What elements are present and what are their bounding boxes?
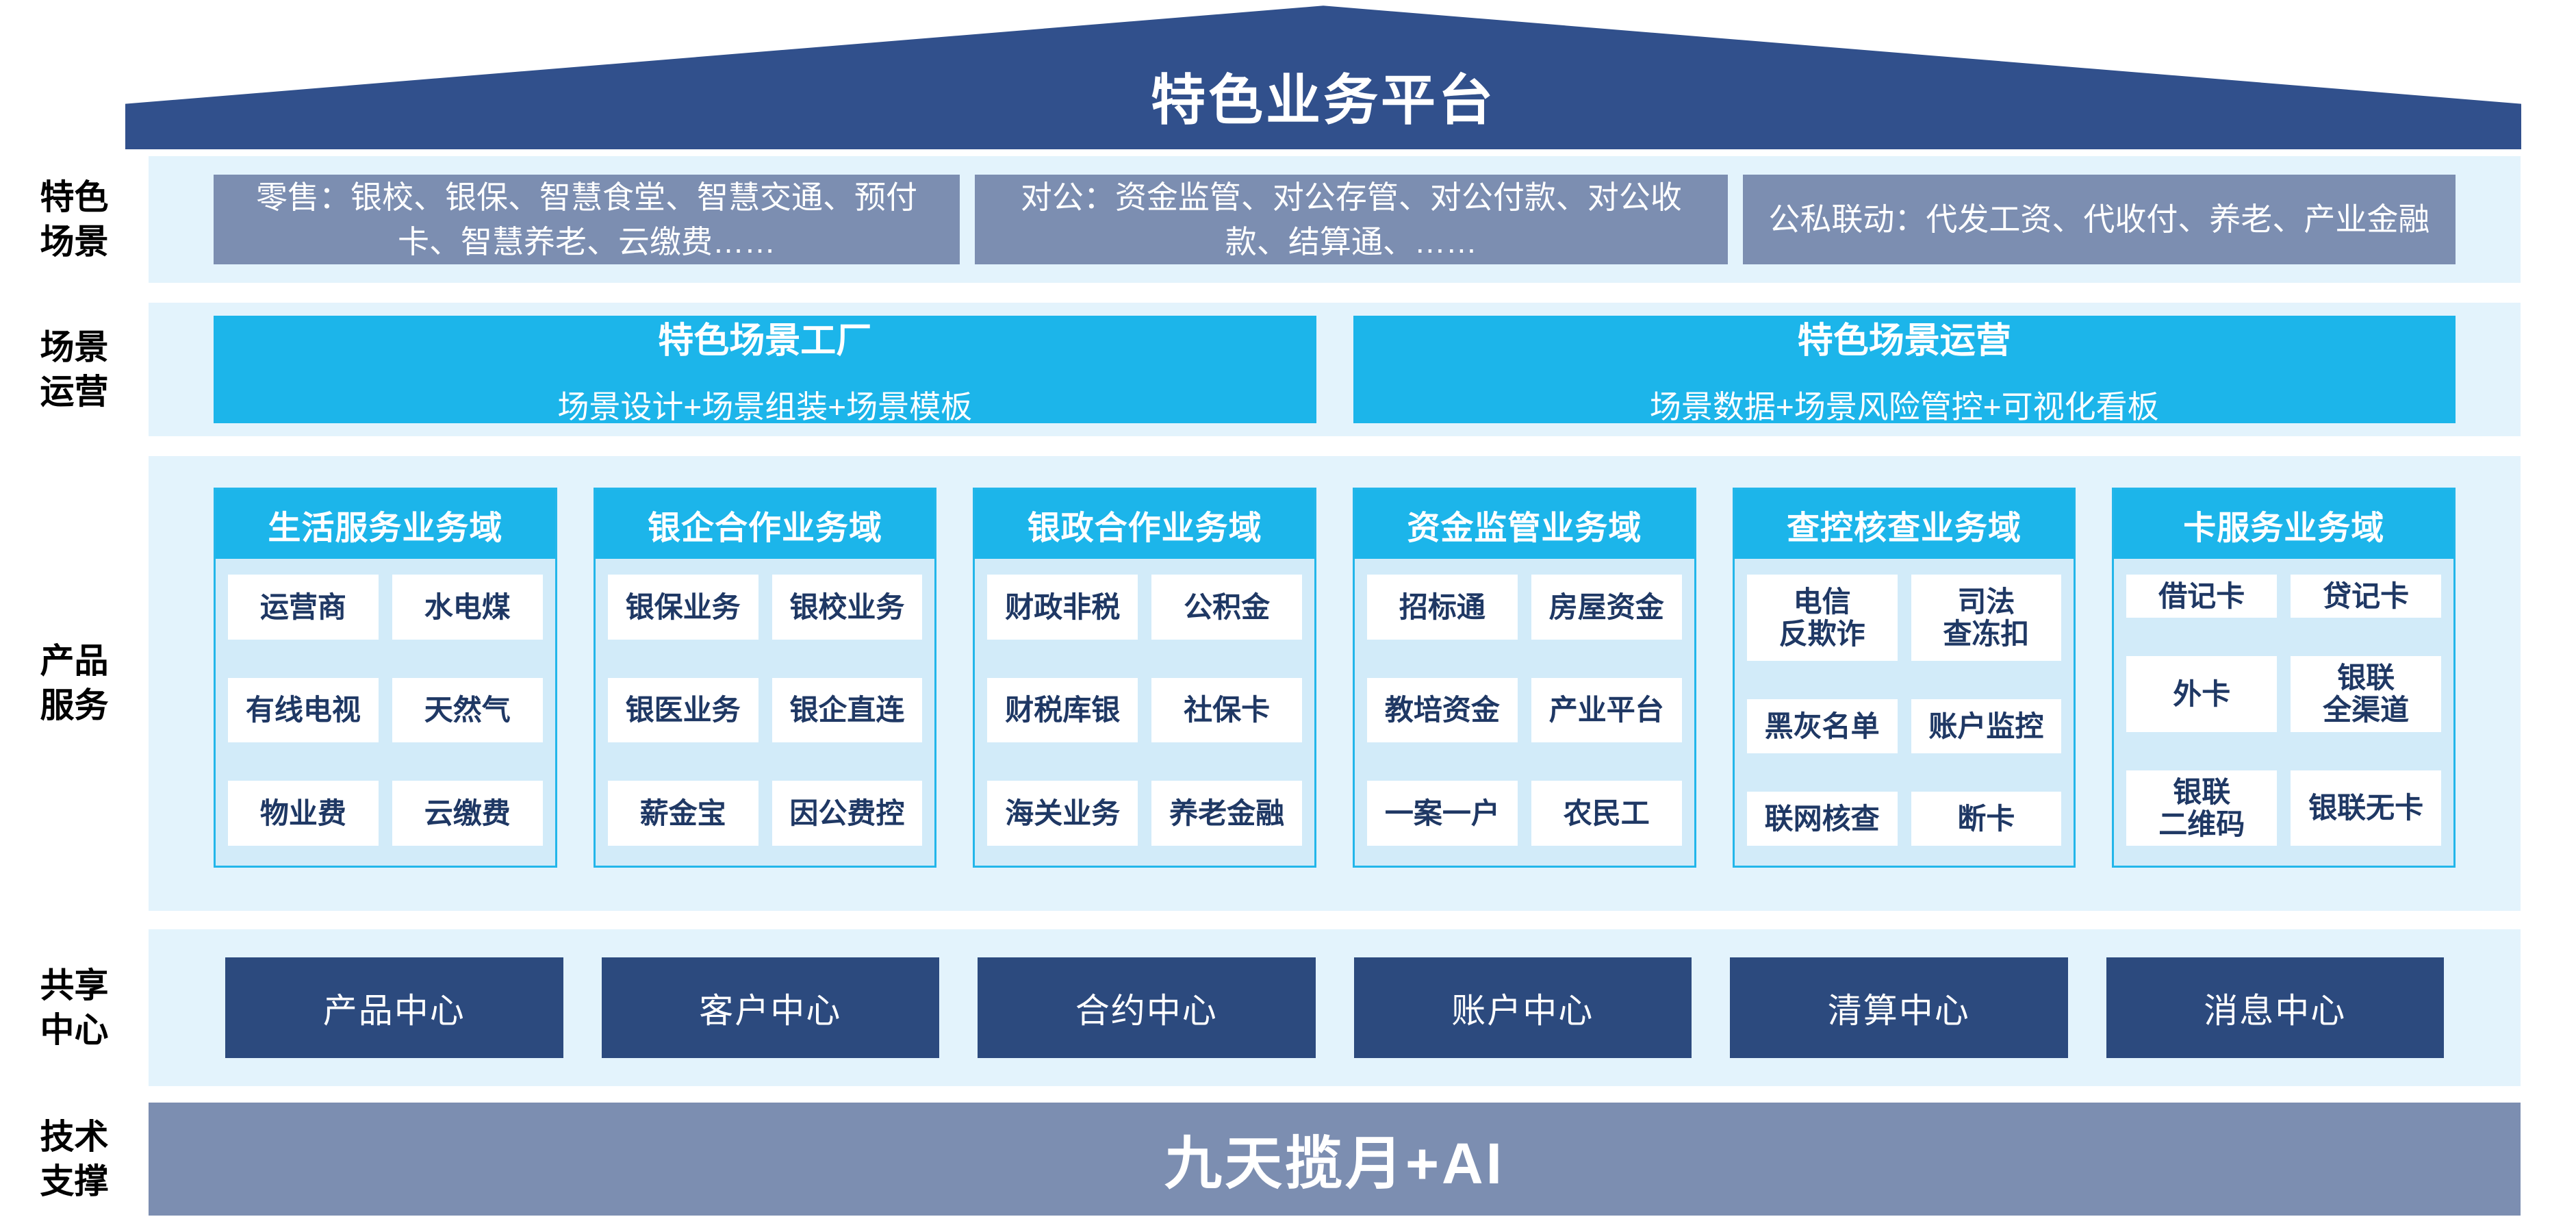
- ops-box-subtitle: 场景设计+场景组装+场景模板: [557, 389, 973, 425]
- domain-item: 有线电视: [228, 677, 379, 743]
- row-label-shared-centers: 共享 中心: [40, 966, 109, 1049]
- platform-title: 特色业务平台: [1151, 70, 1496, 131]
- scene-box-corporate: 对公：资金监管、对公存管、对公付款、对公收款、结算通、……: [974, 175, 1728, 264]
- center-box-contract: 合约中心: [978, 957, 1316, 1058]
- row-tech-support: 技术 支撑 九天揽月+AI: [0, 1103, 2576, 1216]
- ops-box-scene-factory: 特色场景工厂 场景设计+场景组装+场景模板: [214, 316, 1316, 425]
- architecture-diagram: 特色业务平台 特色 场景 零售：银校、银保、智慧食堂、智慧交通、预付卡、智慧养老…: [0, 3, 2576, 1232]
- scenes-band: 零售：银校、银保、智慧食堂、智慧交通、预付卡、智慧养老、云缴费…… 对公：资金监…: [149, 156, 2521, 283]
- products-band: 生活服务业务域 运营商 水电煤 有线电视 天然气 物业费 云缴费 银企合作业务域…: [149, 456, 2521, 911]
- operations-band: 特色场景工厂 场景设计+场景组装+场景模板 特色场景运营 场景数据+场景风险管控…: [149, 303, 2521, 436]
- domain-item: 贷记卡: [2291, 575, 2442, 618]
- domain-card-bank-enterprise: 银企合作业务域 银保业务 银校业务 银医业务 银企直连 薪金宝 因公费控: [593, 488, 937, 868]
- domain-title: 银政合作业务域: [975, 490, 1315, 559]
- domain-cells: 银保业务 银校业务 银医业务 银企直连 薪金宝 因公费控: [596, 559, 935, 866]
- domain-title: 生活服务业务域: [216, 490, 555, 559]
- domain-card-card-services: 卡服务业务域 借记卡 贷记卡 外卡 银联 全渠道 银联 二维码 银联无卡: [2112, 488, 2456, 868]
- row-shared-centers: 共享 中心 产品中心 客户中心 合约中心 账户中心 清算中心 消息中心: [0, 929, 2576, 1086]
- domain-item: 财税库银: [987, 677, 1138, 743]
- domain-item: 社保卡: [1151, 677, 1303, 743]
- domain-item: 招标通: [1367, 575, 1518, 640]
- ops-box-title: 特色场景运营: [1797, 321, 2011, 361]
- shared-band: 产品中心 客户中心 合约中心 账户中心 清算中心 消息中心: [149, 929, 2521, 1086]
- domain-item: 海关业务: [987, 781, 1138, 846]
- row-special-scenes: 特色 场景 零售：银校、银保、智慧食堂、智慧交通、预付卡、智慧养老、云缴费…… …: [0, 156, 2576, 283]
- tech-support-bar: 九天揽月+AI: [149, 1103, 2521, 1216]
- row-label-tech-support: 技术 支撑: [40, 1117, 109, 1200]
- platform-roof: 特色业务平台: [125, 5, 2521, 149]
- domain-item: 银联无卡: [2291, 770, 2442, 846]
- row-label-product-services: 产品 服务: [40, 642, 109, 725]
- domain-item: 黑灰名单: [1746, 699, 1898, 753]
- domain-item: 薪金宝: [607, 781, 758, 846]
- domain-item: 联网核查: [1746, 792, 1898, 846]
- domain-item: 银校业务: [771, 575, 923, 640]
- domain-title: 银企合作业务域: [595, 490, 935, 559]
- domain-cells: 招标通 房屋资金 教培资金 产业平台 一案一户 农民工: [1355, 559, 1694, 866]
- domain-card-fund-supervision: 资金监管业务域 招标通 房屋资金 教培资金 产业平台 一案一户 农民工: [1353, 488, 1696, 868]
- domain-item: 天然气: [392, 677, 543, 743]
- row-scene-operations: 场景 运营 特色场景工厂 场景设计+场景组装+场景模板 特色场景运营 场景数据+…: [0, 303, 2576, 436]
- domain-item: 运营商: [228, 575, 379, 640]
- domain-cells: 运营商 水电煤 有线电视 天然气 物业费 云缴费: [216, 559, 555, 866]
- domain-item: 水电煤: [392, 575, 543, 640]
- domain-title: 查控核查业务域: [1734, 490, 2074, 559]
- domain-item: 银医业务: [607, 677, 758, 743]
- domain-cells: 财政非税 公积金 财税库银 社保卡 海关业务 养老金融: [975, 559, 1314, 866]
- domain-title: 资金监管业务域: [1355, 490, 1694, 559]
- row-product-services: 产品 服务 生活服务业务域 运营商 水电煤 有线电视 天然气 物业费 云缴费 银…: [0, 456, 2576, 911]
- row-label-special-scenes: 特色 场景: [40, 177, 109, 261]
- domain-item: 因公费控: [771, 781, 923, 846]
- scene-box-public-private: 公私联动：代发工资、代收付、养老、产业金融: [1742, 175, 2456, 264]
- center-box-message: 消息中心: [2106, 957, 2444, 1058]
- domain-card-inquiry-control: 查控核查业务域 电信 反欺诈 司法 查冻扣 黑灰名单 账户监控 联网核查 断卡: [1732, 488, 2076, 868]
- domain-item: 产业平台: [1531, 677, 1682, 743]
- domain-item: 银保业务: [607, 575, 758, 640]
- domain-item: 账户监控: [1911, 699, 2062, 753]
- domain-item: 银联 全渠道: [2291, 656, 2442, 732]
- center-box-clearing: 清算中心: [1730, 957, 2068, 1058]
- domain-item: 公积金: [1151, 575, 1303, 640]
- spacer: [0, 149, 2576, 156]
- domain-item: 银企直连: [771, 677, 923, 743]
- domain-card-life-services: 生活服务业务域 运营商 水电煤 有线电视 天然气 物业费 云缴费: [214, 488, 557, 868]
- ops-box-subtitle: 场景数据+场景风险管控+可视化看板: [1649, 389, 2159, 425]
- center-box-account: 账户中心: [1353, 957, 1692, 1058]
- domain-item: 物业费: [228, 781, 379, 846]
- domain-item: 外卡: [2126, 656, 2278, 732]
- domain-item: 电信 反欺诈: [1746, 575, 1898, 662]
- center-box-customer: 客户中心: [601, 957, 939, 1058]
- domain-item: 司法 查冻扣: [1911, 575, 2062, 662]
- center-box-product: 产品中心: [225, 957, 563, 1058]
- domain-cells: 借记卡 贷记卡 外卡 银联 全渠道 银联 二维码 银联无卡: [2114, 559, 2453, 866]
- domain-item: 云缴费: [392, 781, 543, 846]
- domain-item: 教培资金: [1367, 677, 1518, 743]
- domain-item: 一案一户: [1367, 781, 1518, 846]
- domain-item: 断卡: [1911, 792, 2062, 846]
- domain-item: 借记卡: [2126, 575, 2278, 618]
- domain-cells: 电信 反欺诈 司法 查冻扣 黑灰名单 账户监控 联网核查 断卡: [1735, 559, 2074, 866]
- spacer: [0, 1086, 2576, 1103]
- ops-box-scene-operation: 特色场景运营 场景数据+场景风险管控+可视化看板: [1353, 316, 2456, 425]
- spacer: [0, 283, 2576, 303]
- domain-item: 房屋资金: [1531, 575, 1682, 640]
- spacer: [0, 911, 2576, 929]
- scene-box-retail: 零售：银校、银保、智慧食堂、智慧交通、预付卡、智慧养老、云缴费……: [214, 175, 960, 264]
- domain-item: 养老金融: [1151, 781, 1303, 846]
- spacer: [0, 436, 2576, 456]
- domain-item: 银联 二维码: [2126, 770, 2278, 846]
- row-label-scene-operations: 场景 运营: [40, 327, 109, 411]
- domain-title: 卡服务业务域: [2114, 490, 2454, 559]
- domain-item: 农民工: [1531, 781, 1682, 846]
- domain-item: 财政非税: [987, 575, 1138, 640]
- domain-card-bank-government: 银政合作业务域 财政非税 公积金 财税库银 社保卡 海关业务 养老金融: [973, 488, 1317, 868]
- ops-box-title: 特色场景工厂: [658, 321, 872, 361]
